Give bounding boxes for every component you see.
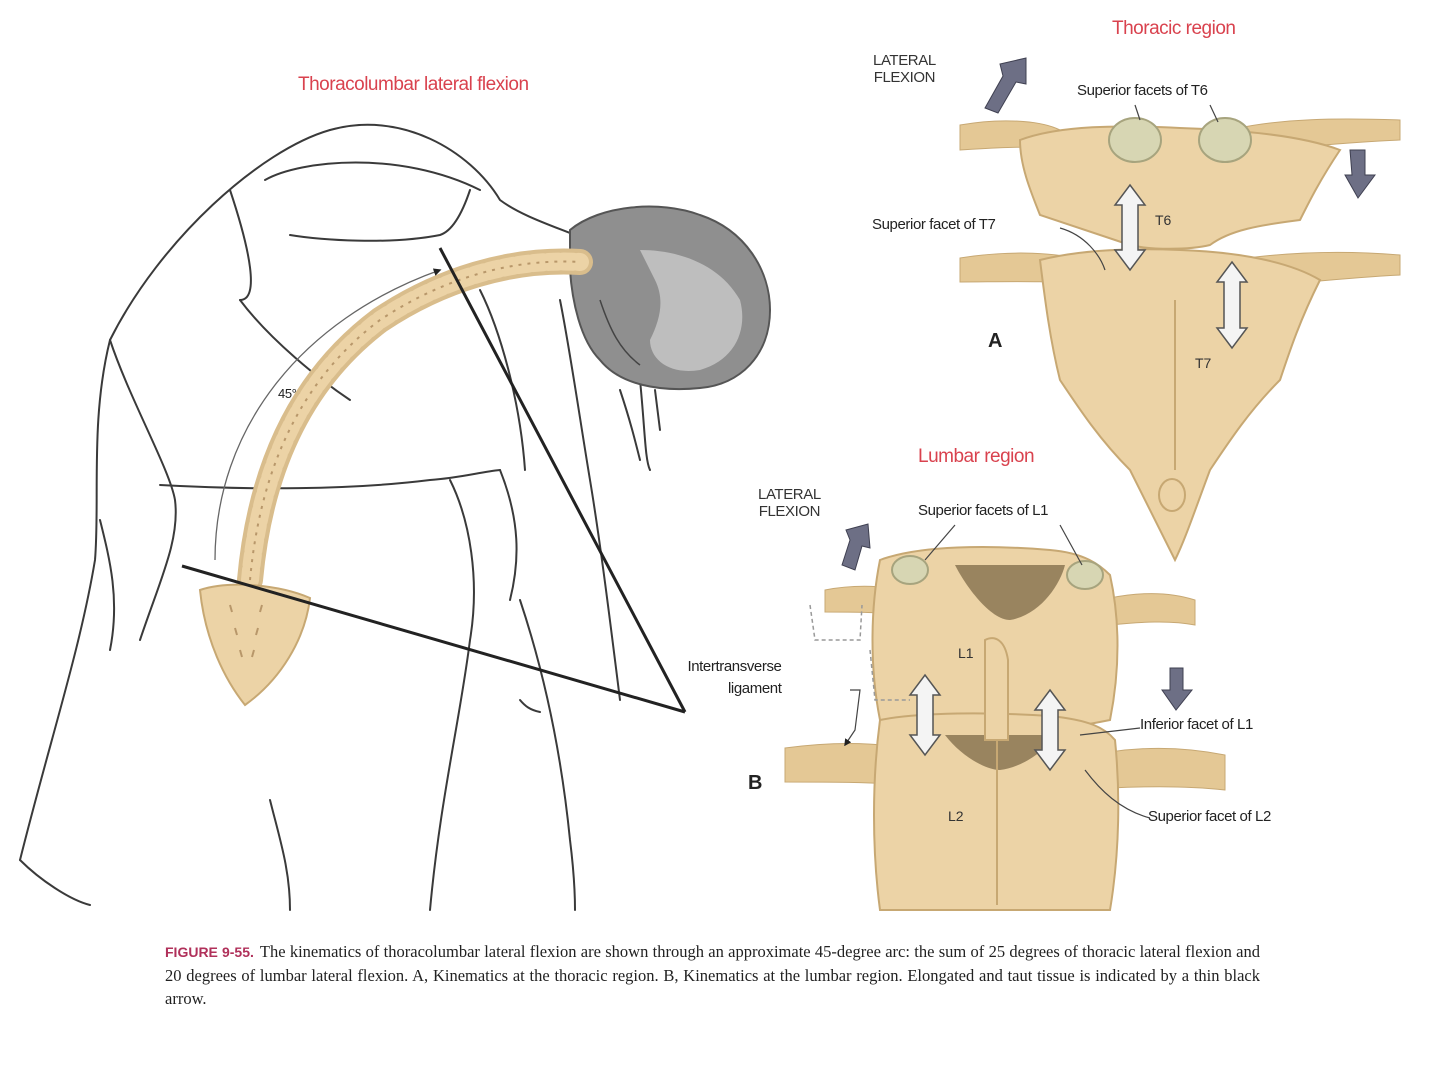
label-inferior-facet-l1: Inferior facet of L1 [1140, 716, 1253, 733]
thoracic-leader-lines [1059, 104, 1219, 271]
thoracic-lateral-flexion-label: LATERAL FLEXION [873, 52, 936, 86]
vertical-reference-line [438, 247, 687, 713]
angle-arc [214, 268, 442, 561]
lumbar-leader-lines [844, 524, 1151, 819]
sacrum-foramina [229, 604, 263, 658]
label-intertransverse-ligament: Intertransverse ligament [687, 658, 782, 697]
spine-column [237, 248, 593, 593]
lumbar-arrows [841, 523, 1194, 772]
thoracic-arrows [984, 57, 1376, 350]
lumbar-lateral-flexion-label: LATERAL FLEXION [758, 486, 821, 520]
label-t7: T7 [1195, 355, 1212, 371]
main-title: Thoracolumbar lateral flexion [298, 74, 529, 95]
caption-text: The kinematics of thoracolumbar lateral … [165, 942, 1260, 1008]
figure-number: FIGURE 9-55. [165, 944, 254, 960]
label-l2: L2 [948, 808, 964, 824]
label-superior-facets-t6: Superior facets of T6 [1077, 82, 1208, 99]
label-superior-facet-l2: Superior facet of L2 [1148, 808, 1271, 825]
panel-b-letter: B [748, 772, 763, 794]
label-superior-facets-l1: Superior facets of L1 [918, 502, 1049, 519]
head-shape [569, 205, 772, 391]
thoracic-region-title: Thoracic region [1112, 18, 1236, 39]
label-superior-facet-t7: Superior facet of T7 [872, 216, 996, 233]
thoracic-vertebrae [959, 117, 1401, 563]
body-outline [19, 123, 661, 911]
intertransverse-ligament [809, 604, 910, 701]
panel-a-letter: A [988, 330, 1003, 352]
label-t6: T6 [1155, 212, 1172, 228]
figure-caption: FIGURE 9-55.The kinematics of thoracolum… [165, 940, 1260, 1010]
lumbar-region-title: Lumbar region [918, 446, 1035, 467]
sacrum-shape [198, 583, 312, 707]
angle-label: 45° [278, 386, 297, 401]
label-l1: L1 [958, 645, 974, 661]
pelvic-reference-line [181, 564, 686, 714]
